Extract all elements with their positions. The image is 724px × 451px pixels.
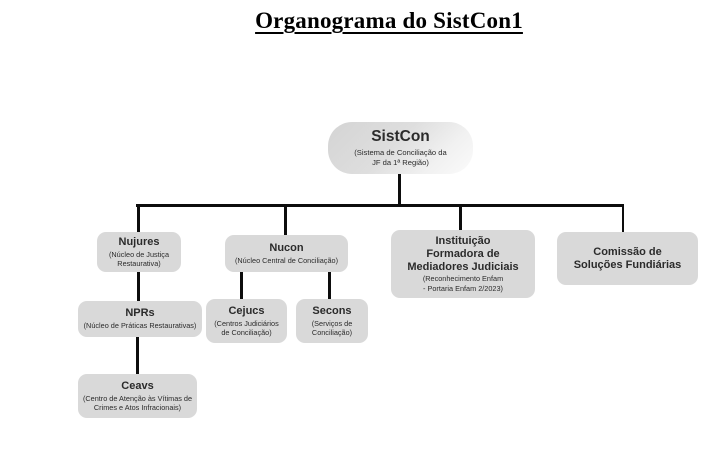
connector-drop-nucon [284, 204, 287, 237]
org-node-nprs-description: (Núcleo de Práticas Restaurativas) [83, 321, 197, 331]
org-node-nprs: NPRs (Núcleo de Práticas Restaurativas) [78, 301, 202, 337]
org-node-nucon-description: (Núcleo Central de Conciliação) [234, 255, 338, 265]
org-node-comissao: Comissão de Soluções Fundiárias [557, 232, 698, 285]
org-node-nucon-name: Nucon [269, 241, 304, 254]
org-node-sistcon-name: SistCon [371, 128, 430, 145]
org-node-ceavs-name: Ceavs [121, 379, 154, 392]
connector-root-stem [398, 173, 401, 206]
connector-drop-comissao [621, 204, 624, 234]
org-node-cejucs: Cejucs (Centros Judiciários de Conciliaç… [206, 299, 287, 343]
org-node-instituicao-name: Instituição Formadora de Mediadores Judi… [407, 234, 519, 273]
connector-nujures-nprs [137, 271, 140, 302]
org-node-comissao-name: Comissão de Soluções Fundiárias [573, 245, 682, 271]
connector-nucon-secons [328, 271, 331, 300]
org-node-cejucs-description: (Centros Judiciários de Conciliação) [214, 318, 279, 337]
org-node-nujures: Nujures (Núcleo de Justiça Restaurativa) [97, 232, 181, 272]
connector-level1-horizontal [136, 204, 624, 207]
org-node-ceavs: Ceavs (Centro de Atenção às Vítimas de C… [78, 374, 197, 418]
org-node-nucon: Nucon (Núcleo Central de Conciliação) [225, 235, 348, 272]
connector-drop-nujures [137, 204, 140, 234]
connector-nprs-ceavs [136, 336, 139, 375]
org-node-cejucs-name: Cejucs [228, 304, 265, 317]
org-node-ceavs-description: (Centro de Atenção às Vítimas de Crimes … [82, 393, 193, 412]
org-node-instituicao-description: (Reconhecimento Enfam - Portaria Enfam 2… [422, 274, 504, 293]
org-node-nujures-name: Nujures [118, 235, 160, 248]
org-node-secons: Secons (Serviços de Conciliação) [296, 299, 368, 343]
connector-nucon-cejucs [240, 271, 243, 300]
org-node-nprs-name: NPRs [125, 307, 155, 320]
org-node-sistcon-description: (Sistema de Conciliação da JF da 1ª Regi… [354, 148, 447, 168]
org-node-secons-description: (Serviços de Conciliação) [311, 318, 353, 337]
org-node-nujures-description: (Núcleo de Justiça Restaurativa) [108, 249, 170, 268]
connector-drop-instituicao [459, 204, 462, 232]
page-title: Organograma do SistCon1 [255, 8, 523, 33]
org-node-instituicao: Instituição Formadora de Mediadores Judi… [391, 230, 535, 298]
org-node-sistcon: SistCon (Sistema de Conciliação da JF da… [328, 122, 473, 174]
org-node-secons-name: Secons [312, 304, 352, 317]
